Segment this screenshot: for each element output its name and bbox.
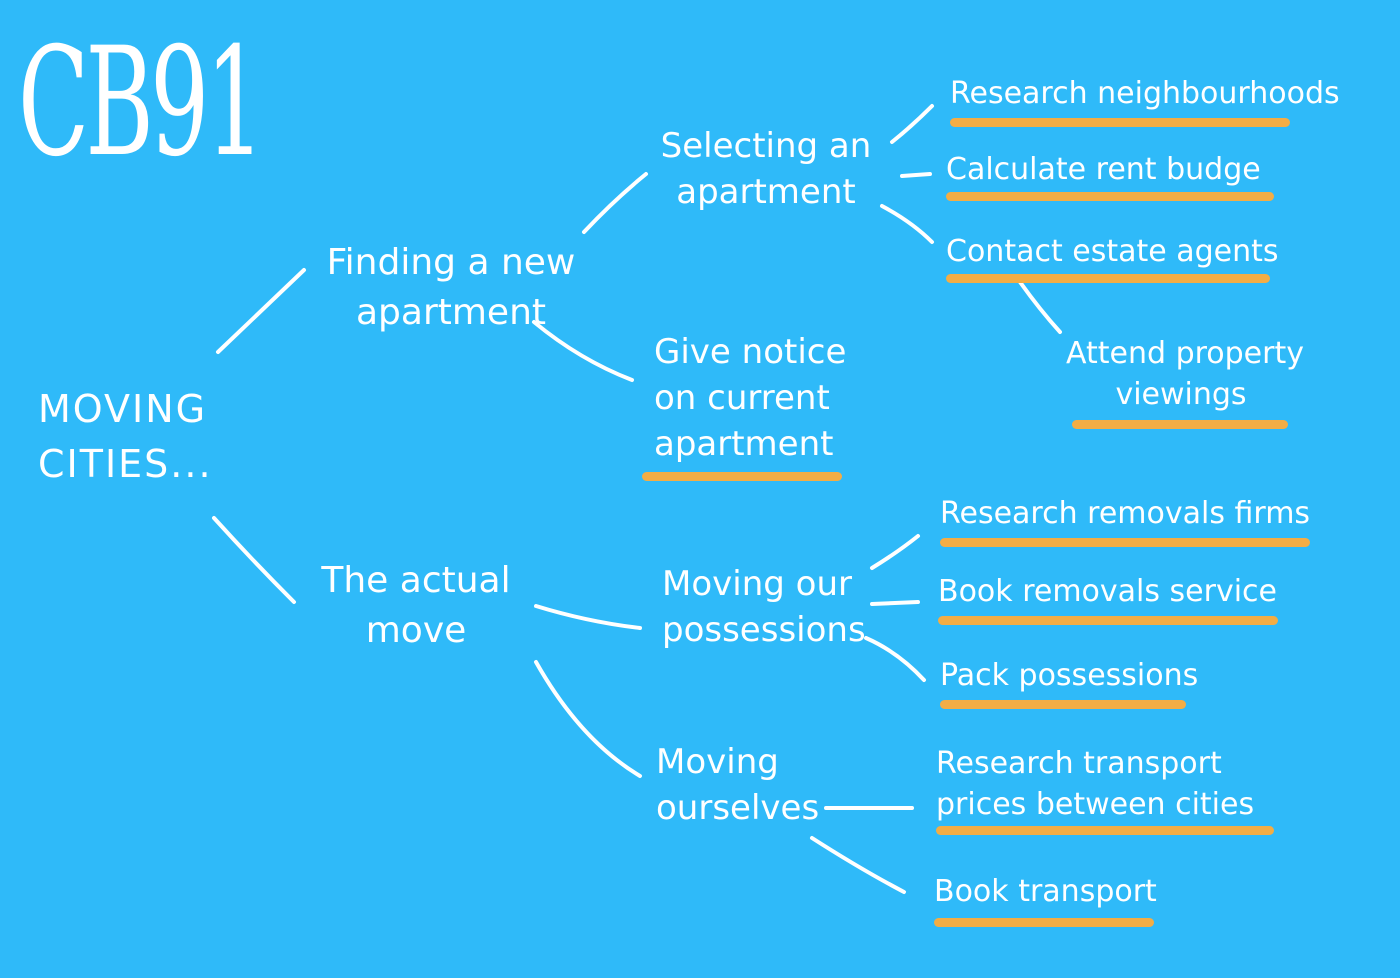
connector-root-to-actual-move <box>212 516 296 604</box>
leaf-calculate-rent-label: Calculate rent budge <box>946 152 1261 187</box>
leaf-attend-viewings-line-2: viewings <box>1115 376 1247 412</box>
connector-possessions-to-book-removals <box>870 600 920 606</box>
possessions-line-1: Moving our <box>662 564 852 604</box>
connector-possessions-to-pack <box>864 636 926 682</box>
branch-finding-line-2: apartment <box>355 292 547 334</box>
connector-selecting-to-calculate <box>900 172 932 178</box>
leaf-book-transport-label: Book transport <box>934 874 1157 909</box>
root-node-moving-cities: MOVING CITIES... <box>38 382 213 492</box>
connector-actual-to-possessions <box>534 604 642 630</box>
underline-contact-agents <box>946 274 1270 283</box>
leaf-pack-possessions: Pack possessions <box>940 656 1198 697</box>
branch-finding-line-1: Finding a new <box>326 242 576 283</box>
underline-pack-possessions <box>940 700 1186 709</box>
connector-possessions-to-research-removals <box>870 534 920 570</box>
branch-finding-new-apartment: Finding a new apartment <box>316 238 586 339</box>
leaf-book-removals-service: Book removals service <box>938 572 1277 613</box>
root-line-1: MOVING <box>38 387 208 431</box>
leaf-research-removals-firms: Research removals firms <box>940 494 1310 535</box>
cb91-logo: CB91 <box>18 16 265 190</box>
leaf-book-removals-label: Book removals service <box>938 574 1278 609</box>
connector-finding-to-selecting <box>582 172 648 234</box>
sub-branch-moving-possessions: Moving our possessions <box>662 562 866 654</box>
leaf-attend-viewings-line-1: Attend property <box>1066 336 1304 371</box>
branch-actual-move-line-1: The actual <box>321 560 511 601</box>
underline-book-removals <box>938 616 1278 625</box>
leaf-pack-possessions-label: Pack possessions <box>940 658 1199 693</box>
connector-ourselves-to-book-transport <box>810 836 906 894</box>
leaf-calculate-rent-budget: Calculate rent budge <box>946 150 1261 191</box>
leaf-research-neighbourhoods-label: Research neighbourhoods <box>950 76 1340 111</box>
connector-root-to-finding <box>216 268 306 354</box>
underline-give-notice <box>642 472 842 481</box>
ourselves-line-2: ourselves <box>656 787 820 828</box>
connector-finding-to-give-notice <box>532 320 634 382</box>
underline-book-transport <box>934 918 1154 927</box>
sub-branch-moving-ourselves: Moving ourselves <box>656 740 819 832</box>
leaf-research-transport-line-1: Research transport <box>936 746 1222 781</box>
leaf-contact-agents-label: Contact estate agents <box>946 234 1279 269</box>
sub-branch-selecting-apartment: Selecting an apartment <box>656 124 876 216</box>
leaf-book-transport: Book transport <box>934 872 1157 913</box>
underline-research-neighbourhoods <box>950 118 1290 127</box>
leaf-research-transport-prices: Research transport prices between cities <box>936 744 1254 825</box>
connector-contact-to-attend <box>1018 280 1062 334</box>
selecting-line-1: Selecting an <box>660 126 872 166</box>
leaf-research-neighbourhoods: Research neighbourhoods <box>950 74 1340 115</box>
branch-actual-move-line-2: move <box>365 610 467 652</box>
leaf-research-transport-line-2: prices between cities <box>936 786 1255 822</box>
connector-selecting-to-contact <box>880 204 934 244</box>
selecting-line-2: apartment <box>676 171 856 212</box>
underline-calculate-rent <box>946 192 1274 201</box>
sub-branch-give-notice: Give notice on current apartment <box>654 330 846 468</box>
possessions-line-2: possessions <box>662 609 866 650</box>
underline-research-removals <box>940 538 1310 547</box>
underline-attend-viewings <box>1072 420 1288 429</box>
give-notice-line-3: apartment <box>654 423 834 464</box>
leaf-attend-property-viewings: Attend property viewings <box>1066 334 1304 415</box>
branch-actual-move: The actual move <box>316 556 516 657</box>
leaf-contact-estate-agents: Contact estate agents <box>946 232 1279 273</box>
ourselves-line-1: Moving <box>656 742 779 782</box>
leaf-research-removals-label: Research removals firms <box>940 496 1311 531</box>
root-line-2: CITIES... <box>38 442 213 487</box>
underline-research-transport <box>936 826 1274 835</box>
give-notice-line-2: on current <box>654 377 830 418</box>
connector-actual-to-ourselves <box>534 660 642 778</box>
connector-selecting-to-research <box>890 104 934 144</box>
give-notice-line-1: Give notice <box>654 332 847 372</box>
